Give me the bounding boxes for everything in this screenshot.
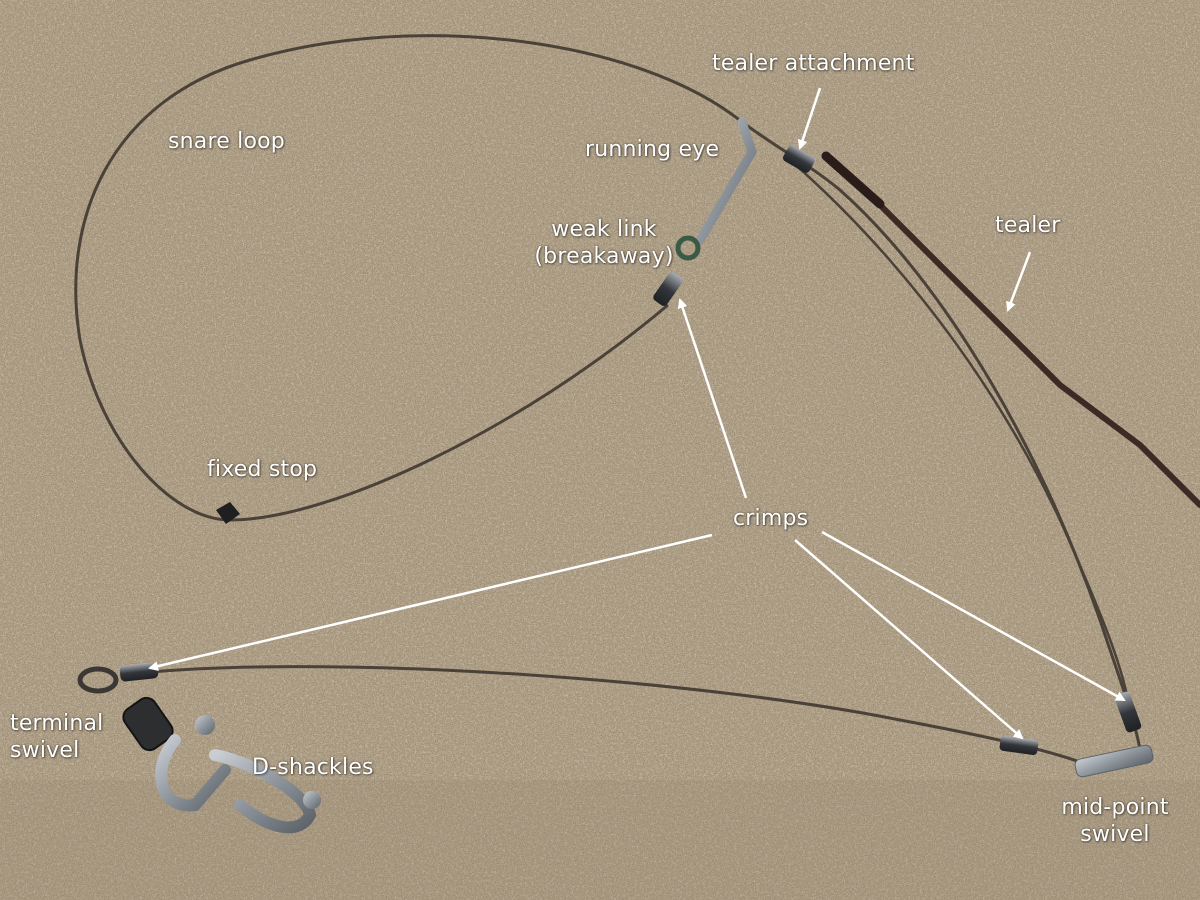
shackle-pin-1: [195, 715, 215, 735]
label-weak-link-line1: weak link: [551, 217, 657, 242]
arrow-crimps-midpoint-left: [794, 539, 1024, 740]
terminal-swivel: [122, 696, 174, 752]
terminal-eye: [77, 666, 119, 694]
tealer-attachment-crimp: [782, 145, 816, 173]
midpoint-crimp-left: [999, 735, 1039, 756]
label-weak-link: weak link (breakaway): [524, 216, 684, 270]
label-terminal-swivel: terminal swivel: [10, 710, 104, 764]
label-terminal-line1: terminal: [10, 711, 104, 736]
weak-link-crimp: [653, 272, 683, 306]
midpoint-swivel: [1074, 744, 1154, 778]
label-midpoint-line1: mid-point: [1061, 795, 1169, 820]
label-weak-link-line2: (breakaway): [534, 244, 674, 269]
label-midpoint-line2: swivel: [1080, 822, 1150, 847]
tealer-tip: [821, 151, 885, 209]
label-fixed-stop: fixed stop: [207, 457, 318, 482]
arrow-crimps-weak-link: [677, 298, 748, 499]
arrow-tealer: [1006, 251, 1032, 312]
label-tealer: tealer: [995, 213, 1061, 238]
shackle-pin-2: [303, 791, 321, 809]
arrow-crimps-midpoint-right: [821, 530, 1126, 702]
arrow-tealer-attachment: [797, 87, 822, 150]
weak-link-ring: [675, 235, 701, 261]
label-snare-loop: snare loop: [168, 129, 285, 154]
label-d-shackles: D-shackles: [252, 755, 374, 780]
arrow-crimps-terminal: [148, 533, 713, 672]
label-tealer-attachment: tealer attachment: [712, 51, 915, 76]
label-terminal-line2: swivel: [10, 738, 80, 763]
inner-main-wire: [789, 159, 1130, 701]
fixed-stop: [216, 502, 240, 524]
label-midpoint-swivel: mid-point swivel: [1050, 794, 1180, 848]
upper-main-wire: [741, 120, 1142, 751]
d-shackle-2: [209, 749, 317, 834]
running-eye-bar: [695, 117, 757, 245]
d-shackle-1: [155, 734, 231, 812]
label-crimps: crimps: [733, 506, 809, 531]
snare-loop-wire: [74, 34, 743, 522]
label-running-eye: running eye: [585, 137, 720, 162]
midpoint-crimp-right: [1114, 691, 1142, 733]
